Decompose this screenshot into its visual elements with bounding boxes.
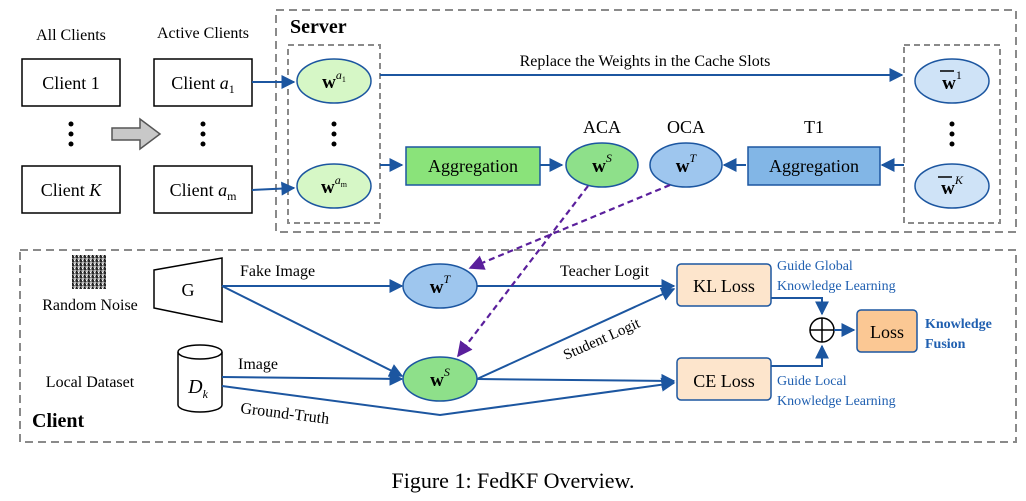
selection-arrow [111,117,162,151]
t1-label: T1 [804,117,824,137]
random-noise-image [72,255,106,289]
generator-shape [153,257,223,323]
total-loss-label: Loss [870,322,904,342]
aca-label: ACA [583,117,621,137]
aggregation-right-label: Aggregation [769,156,859,176]
weight-global-k-label: wK [941,173,964,199]
active-clients-label: Active Clients [157,25,249,42]
weight-teacher-server-node [649,142,723,188]
all-clients-label: All Clients [36,27,106,44]
aggregation-left-box [405,146,541,186]
weight-am-node [296,163,372,209]
arrow-student-to-ce [476,373,676,388]
arrow-student-logit [476,287,676,380]
weight-global-k-node [914,163,990,209]
client-1-box [21,58,121,107]
client-ellipsis-left [68,121,74,147]
weight-student-client-label: wS [430,365,450,391]
random-noise-label: Random Noise [42,297,138,314]
local-dataset-label: Local Dataset [46,374,135,391]
arrow-ce-to-sum [771,344,829,367]
active-cache-box [287,44,381,224]
client-ellipsis-right [200,121,206,147]
server-region [275,9,1017,233]
ce-loss-label: CE Loss [693,371,755,391]
guide-local-line2: Knowledge Learning [777,394,896,409]
image-label: Image [238,356,278,373]
global-cache-box [903,44,1001,224]
aggregation-right-box [747,146,881,186]
arrow-am-to-wam [251,181,296,196]
aggregation-left-label: Aggregation [428,156,518,176]
teacher-logit-label: Teacher Logit [560,263,650,280]
total-loss-box [856,309,918,353]
weight-ellipsis-left [331,121,337,147]
ce-loss-box [676,357,772,401]
client-k-box [21,165,121,214]
arrow-generator-to-ws [221,285,404,377]
client-am-label: Client am [170,180,238,203]
client-am-box [153,165,253,214]
server-title: Server [290,16,347,38]
kl-loss-box [676,263,772,307]
knowledge-fusion-line2: Fusion [925,337,966,352]
guide-global-line2: Knowledge Learning [777,279,896,294]
weight-global-1-label: w1 [942,68,962,94]
local-dataset-symbol: Dk [187,376,208,401]
client-region [19,249,1017,443]
sum-operator [809,317,835,343]
weight-am-label: wam [321,173,348,198]
client-title: Client [32,410,85,432]
replace-weights-label: Replace the Weights in the Cache Slots [520,53,771,70]
weight-teacher-server-label: wT [676,151,698,177]
generator-label: G [182,280,195,300]
weight-global-1-node [914,58,990,104]
guide-local-line1: Guide Local [777,374,847,389]
ground-truth-label: Ground-Truth [240,400,331,428]
weight-ellipsis-right [949,121,955,147]
client-1-label: Client 1 [42,73,100,93]
arrow-ground-truth [221,377,676,417]
arrow-kl-to-sum [771,297,829,316]
arrow-wt-server-to-client [468,183,671,270]
weight-teacher-client-label: wT [430,272,452,298]
arrow-dataset-to-ws [221,371,404,386]
weight-a1-node [296,58,372,104]
arrow-ws-server-to-client [457,185,589,358]
weight-student-server-node [565,142,639,188]
oca-label: OCA [667,117,705,137]
client-a1-box [153,58,253,107]
local-dataset-cylinder [177,344,223,413]
knowledge-fusion-line1: Knowledge [925,317,992,332]
figure-caption: Figure 1: FedKF Overview. [392,468,635,493]
client-k-label: Client K [41,180,103,200]
weight-a1-label: wa1 [322,68,346,93]
kl-loss-label: KL Loss [693,276,755,296]
guide-global-line1: Guide Global [777,259,853,274]
weight-student-server-label: wS [592,151,612,177]
client-a1-label: Client a1 [171,73,235,96]
fake-image-label: Fake Image [240,263,315,280]
